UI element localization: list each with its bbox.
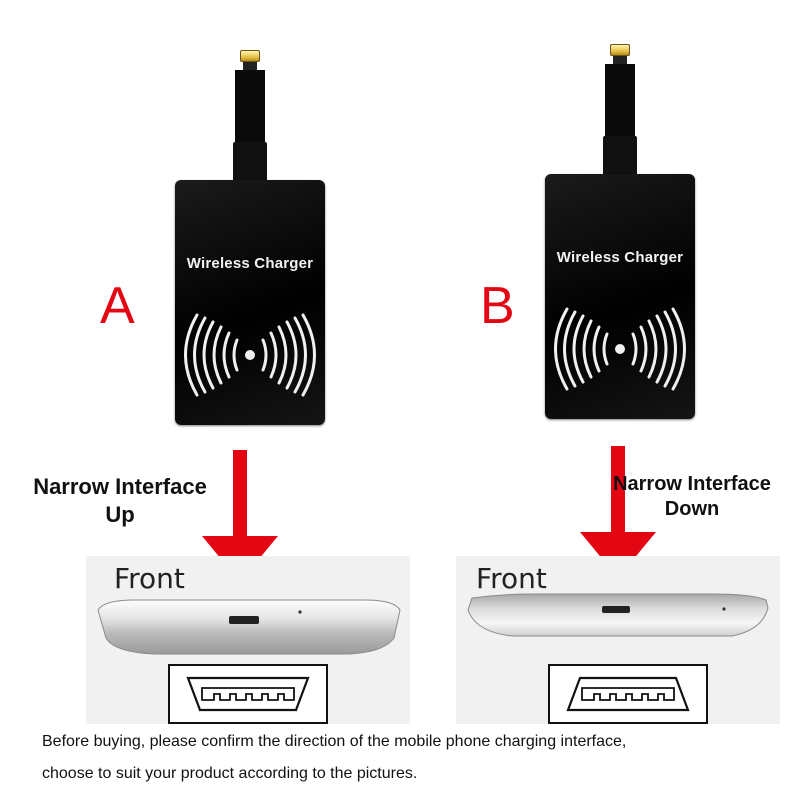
connector-neck (243, 62, 257, 72)
orientation-line1: Narrow Interface (613, 473, 771, 495)
wireless-charger-b: Wireless Charger (545, 44, 695, 424)
charger-cable-base (603, 136, 637, 180)
usb-connector-icon (610, 44, 630, 56)
charger-cable-base (233, 142, 267, 186)
variant-letter-b: B (480, 277, 515, 335)
phone-photo-b: Front (456, 556, 780, 724)
charger-cable (605, 64, 635, 140)
wireless-signal-icon (554, 307, 686, 391)
wireless-charger-a: Wireless Charger (175, 50, 325, 430)
charger-label: Wireless Charger (556, 249, 684, 266)
front-label: Front (114, 562, 185, 595)
micro-usb-port-icon (168, 664, 328, 724)
micro-usb-port-icon (548, 664, 708, 724)
connector-neck (613, 56, 627, 66)
phone-bottom-edge (467, 593, 769, 637)
footer-line2: choose to suit your product according to… (42, 765, 418, 782)
charger-pad: Wireless Charger (175, 180, 325, 425)
footer-line1: Before buying, please confirm the direct… (42, 733, 627, 750)
orientation-line2: Up (105, 501, 135, 527)
front-label: Front (476, 562, 547, 595)
wireless-signal-icon (184, 313, 316, 397)
charger-pad: Wireless Charger (545, 174, 695, 419)
orientation-line2: Down (664, 498, 720, 520)
arrow-down-icon (580, 446, 656, 578)
orientation-line1: Narrow Interface (33, 474, 207, 499)
variant-letter-a: A (100, 277, 135, 335)
charger-label: Wireless Charger (186, 255, 314, 272)
orientation-label-a: Narrow Interface Up (5, 473, 235, 528)
phone-photo-a: Front (86, 556, 410, 724)
charger-cable (235, 70, 265, 146)
footer-note: Before buying, please confirm the direct… (42, 726, 782, 790)
phone-bottom-edge (97, 599, 401, 655)
usb-connector-icon (240, 50, 260, 62)
orientation-label-b: Narrow Interface Down (592, 472, 792, 522)
